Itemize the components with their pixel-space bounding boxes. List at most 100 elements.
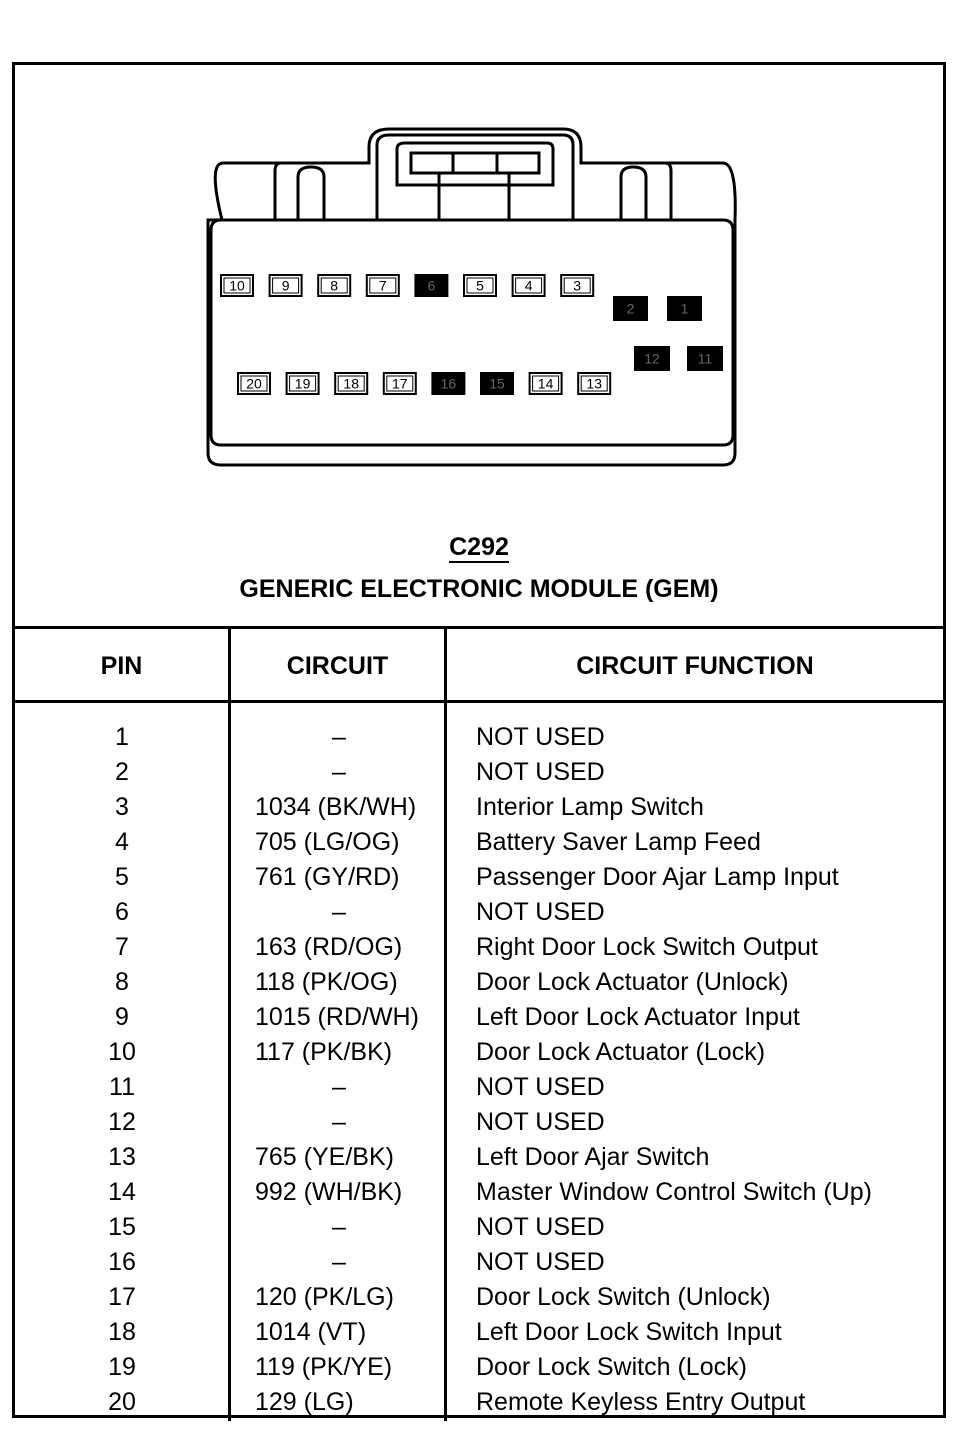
pin-cavity-inner: [369, 277, 397, 294]
pin-cavity-box: [285, 372, 320, 395]
pin-cavity-box: [431, 372, 466, 395]
circuit-code: –: [332, 898, 346, 926]
header-pin: PIN: [100, 652, 143, 680]
pin-label: 5: [476, 278, 484, 294]
header-circuit: CIRCUIT: [286, 652, 389, 680]
circuit-code: 118 (PK/OG): [255, 968, 398, 996]
pin-label: 8: [330, 278, 338, 294]
pin-cavity-box: [634, 346, 670, 371]
circuit-function: NOT USED: [476, 1108, 605, 1136]
circuit-code: –: [332, 1108, 346, 1136]
pin-cavity-19: 19: [285, 372, 320, 395]
pin-cavity-box: [317, 274, 352, 297]
pin-cavity-inner: [337, 375, 365, 392]
pin-cavity-box: [463, 274, 497, 297]
pin-cavity-inner: [532, 375, 560, 392]
pin-label: 18: [343, 376, 359, 392]
table-row: 6–NOT USED: [15, 895, 943, 930]
pin-cavity-inner: [580, 375, 608, 392]
pin-number: 15: [108, 1213, 136, 1241]
circuit-code: 1014 (VT): [255, 1318, 367, 1346]
pin-cavity-12: 12: [634, 346, 670, 371]
circuit-function: Interior Lamp Switch: [476, 793, 704, 821]
circuit-function: Door Lock Switch (Unlock): [476, 1283, 771, 1311]
circuit-function: Remote Keyless Entry Output: [476, 1388, 806, 1416]
circuit-function: NOT USED: [476, 898, 605, 926]
pin-number: 3: [115, 793, 129, 821]
pin-cavity-8: 8: [317, 274, 352, 297]
pin-cavity-box: [334, 372, 369, 395]
pin-cavity-inner: [240, 375, 268, 392]
connector-id: C292: [15, 533, 943, 563]
circuit-function: NOT USED: [476, 1248, 605, 1276]
pin-cavity-18: 18: [334, 372, 369, 395]
circuit-function: Door Lock Actuator (Lock): [476, 1038, 766, 1066]
pin-number: 16: [108, 1248, 136, 1276]
left-latch-finger: [296, 165, 326, 220]
pin-cavity-inner: [320, 277, 348, 294]
circuit-function: NOT USED: [476, 723, 605, 751]
pin-cavity-box: [577, 372, 612, 395]
circuit-code: 1015 (RD/WH): [255, 1003, 419, 1031]
pin-cavity-box: [365, 274, 400, 297]
pin-label: 7: [379, 278, 387, 294]
table-row: 15–NOT USED: [15, 1210, 943, 1245]
pin-cavity-17: 17: [382, 372, 417, 395]
pin-cavity-box: [268, 274, 303, 297]
pin-number: 5: [115, 863, 129, 891]
pin-cavity-10: 10: [220, 274, 254, 297]
pin-cavity-inner: [563, 277, 591, 294]
pin-label: 12: [644, 351, 660, 367]
pin-number: 12: [108, 1108, 136, 1136]
pin-number: 2: [115, 758, 129, 786]
circuit-function: NOT USED: [476, 758, 605, 786]
pin-cavity-4: 4: [511, 274, 546, 297]
pin-cavity-box: [382, 372, 417, 395]
circuit-function: Left Door Ajar Switch: [476, 1143, 710, 1171]
pin-cavity-14: 14: [528, 372, 563, 395]
pin-cavity-box: [414, 274, 449, 297]
lock-tab-stem: [437, 173, 511, 220]
pin-label: 16: [441, 376, 457, 392]
table-row: 12 – NOT USED: [15, 1105, 943, 1140]
pin-label: 17: [392, 376, 408, 392]
pin-number: 20: [108, 1388, 136, 1416]
pin-cavity-15: 15: [480, 372, 514, 395]
pin-label: 19: [295, 376, 311, 392]
pin-label: 10: [229, 278, 245, 294]
pin-number: 19: [108, 1353, 136, 1381]
pin-number: 7: [115, 933, 129, 961]
circuit-code: –: [332, 1248, 346, 1276]
lock-tab-window: [395, 141, 555, 187]
pin-number: 10: [108, 1038, 136, 1066]
table-row: 20 129 (LG) Remote Keyless Entry Output: [15, 1385, 943, 1420]
circuit-function: Door Lock Actuator (Unlock): [476, 968, 789, 996]
pin-label: 1: [681, 301, 689, 317]
circuit-code: 765 (YE/BK): [255, 1143, 394, 1171]
circuit-code: –: [332, 1073, 346, 1101]
pin-label: 20: [246, 376, 262, 392]
pin-label: 13: [586, 376, 602, 392]
connector-body-outline: [206, 127, 737, 467]
pin-cavity-1: 1: [667, 296, 702, 321]
table-row: 11–NOT USED: [15, 1070, 943, 1105]
pin-cavity-box: [560, 274, 595, 297]
right-latch-line: [664, 161, 673, 220]
lock-tab-slots: [409, 151, 541, 175]
pin-cavity-inner: [289, 375, 317, 392]
circuit-function: NOT USED: [476, 1073, 605, 1101]
circuit-code: 129 (LG): [255, 1388, 354, 1416]
circuit-function: Door Lock Switch (Lock): [476, 1353, 747, 1381]
pin-cavity-inner: [223, 277, 251, 294]
